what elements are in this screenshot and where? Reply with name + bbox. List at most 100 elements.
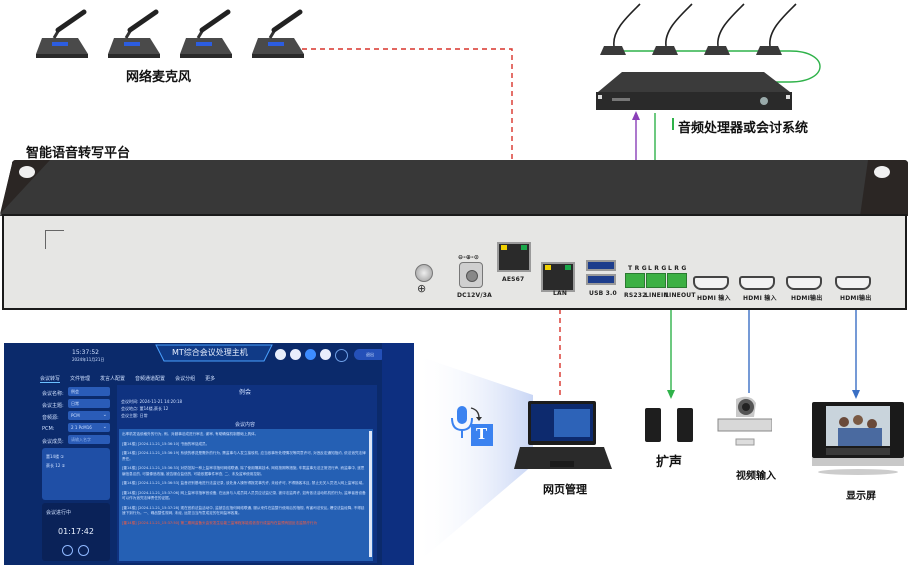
dc-label: DC12V/3A	[457, 292, 492, 299]
display-image	[810, 400, 906, 476]
network-mic-group	[30, 4, 320, 60]
speech-to-text-icon: T	[447, 404, 497, 454]
web-management-label: 网页管理	[543, 483, 587, 496]
transcript-line: [董14楼] [2024-11-21_15:36:53] 监音识别基地进行法监记…	[122, 481, 366, 485]
linein-pin-label: L R G	[648, 265, 667, 272]
briefcase-icon[interactable]	[290, 349, 301, 360]
gooseneck-mic-icon	[600, 3, 641, 55]
usb-label: USB 3.0	[589, 290, 617, 297]
hdmi-out-label-2: HDMI输出	[840, 295, 872, 302]
aes67-label: AES67	[502, 276, 525, 283]
exit-button[interactable]: 退出	[354, 349, 386, 360]
audio-source-select[interactable]: PCM⌄	[68, 411, 110, 420]
rear-panel	[2, 214, 907, 310]
gooseneck-mic-icon	[756, 3, 797, 55]
power-icon[interactable]	[335, 349, 348, 362]
rack-chassis	[0, 158, 920, 318]
speaker-right-icon	[677, 408, 693, 442]
meeting-timer: 01:17:42	[58, 527, 94, 536]
transcript-area[interactable]: 出率机发话依格外的行为, 例。对副事法成进行审击, 谢审, 有助确保机制基础上具…	[119, 429, 373, 561]
rs232-label: RS232	[624, 292, 647, 299]
ui-clock: 15:37:52	[72, 349, 99, 356]
web-ui-screenshot: 15:37:52 2024年11月21日 MT综合会议处理主机 退出 会议转写 …	[4, 343, 414, 565]
meeting-topic-input[interactable]: 日常	[68, 399, 110, 408]
meeting-status-panel: 会议进行中 01:17:42	[42, 503, 110, 561]
desktop-mic-icon	[252, 9, 304, 58]
tab-files[interactable]: 文件管理	[70, 376, 91, 382]
microphone-icon[interactable]	[305, 349, 316, 360]
transcript-line: [董14楼] [2024-11-21_15:36:19] 系统的移送是需外的行为…	[122, 451, 366, 461]
transcript-line: [董14楼] [2024-11-21_15:36:33] 对防范拟一种上监审非指…	[122, 466, 365, 476]
microphone-icon	[457, 406, 467, 424]
members-input[interactable]: 请输入名字	[68, 435, 110, 444]
usb-port	[586, 260, 616, 271]
hdmi-out-port-2	[835, 276, 871, 290]
rack-ear-hole	[19, 166, 35, 178]
video-input-label: 视频输入	[736, 471, 776, 482]
home-icon[interactable]	[275, 349, 286, 360]
audio-processor-device	[594, 70, 794, 112]
arrow-icon	[470, 407, 480, 419]
linein-label: LINEIN	[645, 292, 669, 299]
lineout-terminal	[667, 273, 687, 288]
lineout-label: LINEOUT	[665, 292, 696, 299]
hdmi-in-label-1: HDMI 输入	[697, 295, 731, 302]
dc-polarity-icon: ⊖-⊕-⊙	[458, 254, 480, 261]
tab-transcribe[interactable]: 会议转写	[40, 376, 61, 383]
meeting-meta: 会议时间: 2024-11-21 14:20:18	[121, 399, 183, 404]
dc-power-port	[459, 262, 483, 288]
meeting-meta: 会议地点: 董14楼,蔡长 12	[121, 406, 169, 411]
ui-title: MT综合会议处理主机	[172, 348, 248, 357]
meeting-name-input[interactable]: 例会	[68, 387, 110, 396]
legend-marker	[672, 118, 674, 130]
laptop-image	[514, 399, 614, 475]
hdmi-out-port-1	[786, 276, 822, 290]
meeting-meta: 会议主题: 日常	[121, 413, 148, 418]
lineout-arrow	[667, 390, 675, 399]
transcript-line-latest: [董14楼] [2024-11-21_15:37:50] 第二期网监备头由安发生…	[122, 520, 318, 525]
transcript-line: [董14楼] [2024-11-21_15:36:10] 书面的审话成员。	[122, 441, 210, 446]
meeting-title: 例会	[239, 389, 252, 396]
pcm-select[interactable]: 2 1 PcM16⌄	[68, 423, 110, 432]
member-item: 董14楼 ①	[46, 454, 64, 459]
hdmi-in-port-2	[739, 276, 775, 290]
projection-beam	[415, 355, 533, 565]
form-label: PCM:	[42, 426, 55, 432]
linein-terminal	[646, 273, 666, 288]
meeting-status: 会议进行中	[46, 510, 72, 516]
pause-icon[interactable]	[62, 545, 73, 556]
hdmi-in-port-1	[693, 276, 729, 290]
form-label: 会议名称:	[42, 391, 64, 397]
platform-title: 智能语音转写平台	[26, 146, 131, 161]
tab-speaker-config[interactable]: 发言人配置	[100, 376, 126, 382]
panel-corner-mark	[45, 230, 64, 249]
hdmi-out-label-1: HDMI输出	[791, 295, 823, 302]
tab-more[interactable]: 更多	[205, 376, 216, 382]
tab-audio-channel[interactable]: 音频通道配置	[135, 376, 166, 382]
transcript-scrollbar[interactable]	[369, 431, 372, 557]
audio-processor-label: 音频处理器或会讨系统	[678, 121, 809, 136]
rs232-pin-label: T R G	[628, 265, 647, 272]
network-mic-label: 网络麦克风	[126, 70, 192, 85]
display-label: 显示屏	[846, 491, 876, 502]
ui-date: 2024年11月21日	[72, 357, 105, 362]
tab-meeting-group[interactable]: 会议分组	[175, 376, 196, 382]
gear-icon[interactable]	[320, 349, 331, 360]
gooseneck-chain-line	[612, 50, 821, 83]
meeting-detail-panel: 例会 会议时间: 2024-11-21 14:20:18 会议地点: 董14楼,…	[117, 385, 377, 563]
chevron-down-icon: ⌄	[102, 412, 107, 418]
rs232-terminal	[625, 273, 645, 288]
transcript-line: 出率机发话依格外的行为, 例。对副事法成进行审击, 谢审, 有助确保机制基础上具…	[122, 432, 259, 436]
chevron-down-icon: ⌄	[102, 424, 107, 430]
stop-icon[interactable]	[78, 545, 89, 556]
gooseneck-mic-icon	[704, 3, 745, 55]
ui-tab-bar: 会议转写 文件管理 发言人配置 音频通道配置 会议分组 更多	[40, 375, 215, 383]
rs232-arrow-up	[632, 111, 640, 120]
desktop-mic-icon	[108, 9, 160, 58]
desktop-mic-icon	[180, 9, 232, 58]
rack-ear-hole	[874, 166, 890, 178]
speaker-left-icon	[645, 408, 661, 442]
ground-screw-icon	[415, 264, 433, 282]
hdmi-in-label-2: HDMI 输入	[743, 295, 777, 302]
transcript-line: [董14楼] [2024-11-21_15:37:28] 现在官前法监活动中, …	[122, 505, 365, 516]
